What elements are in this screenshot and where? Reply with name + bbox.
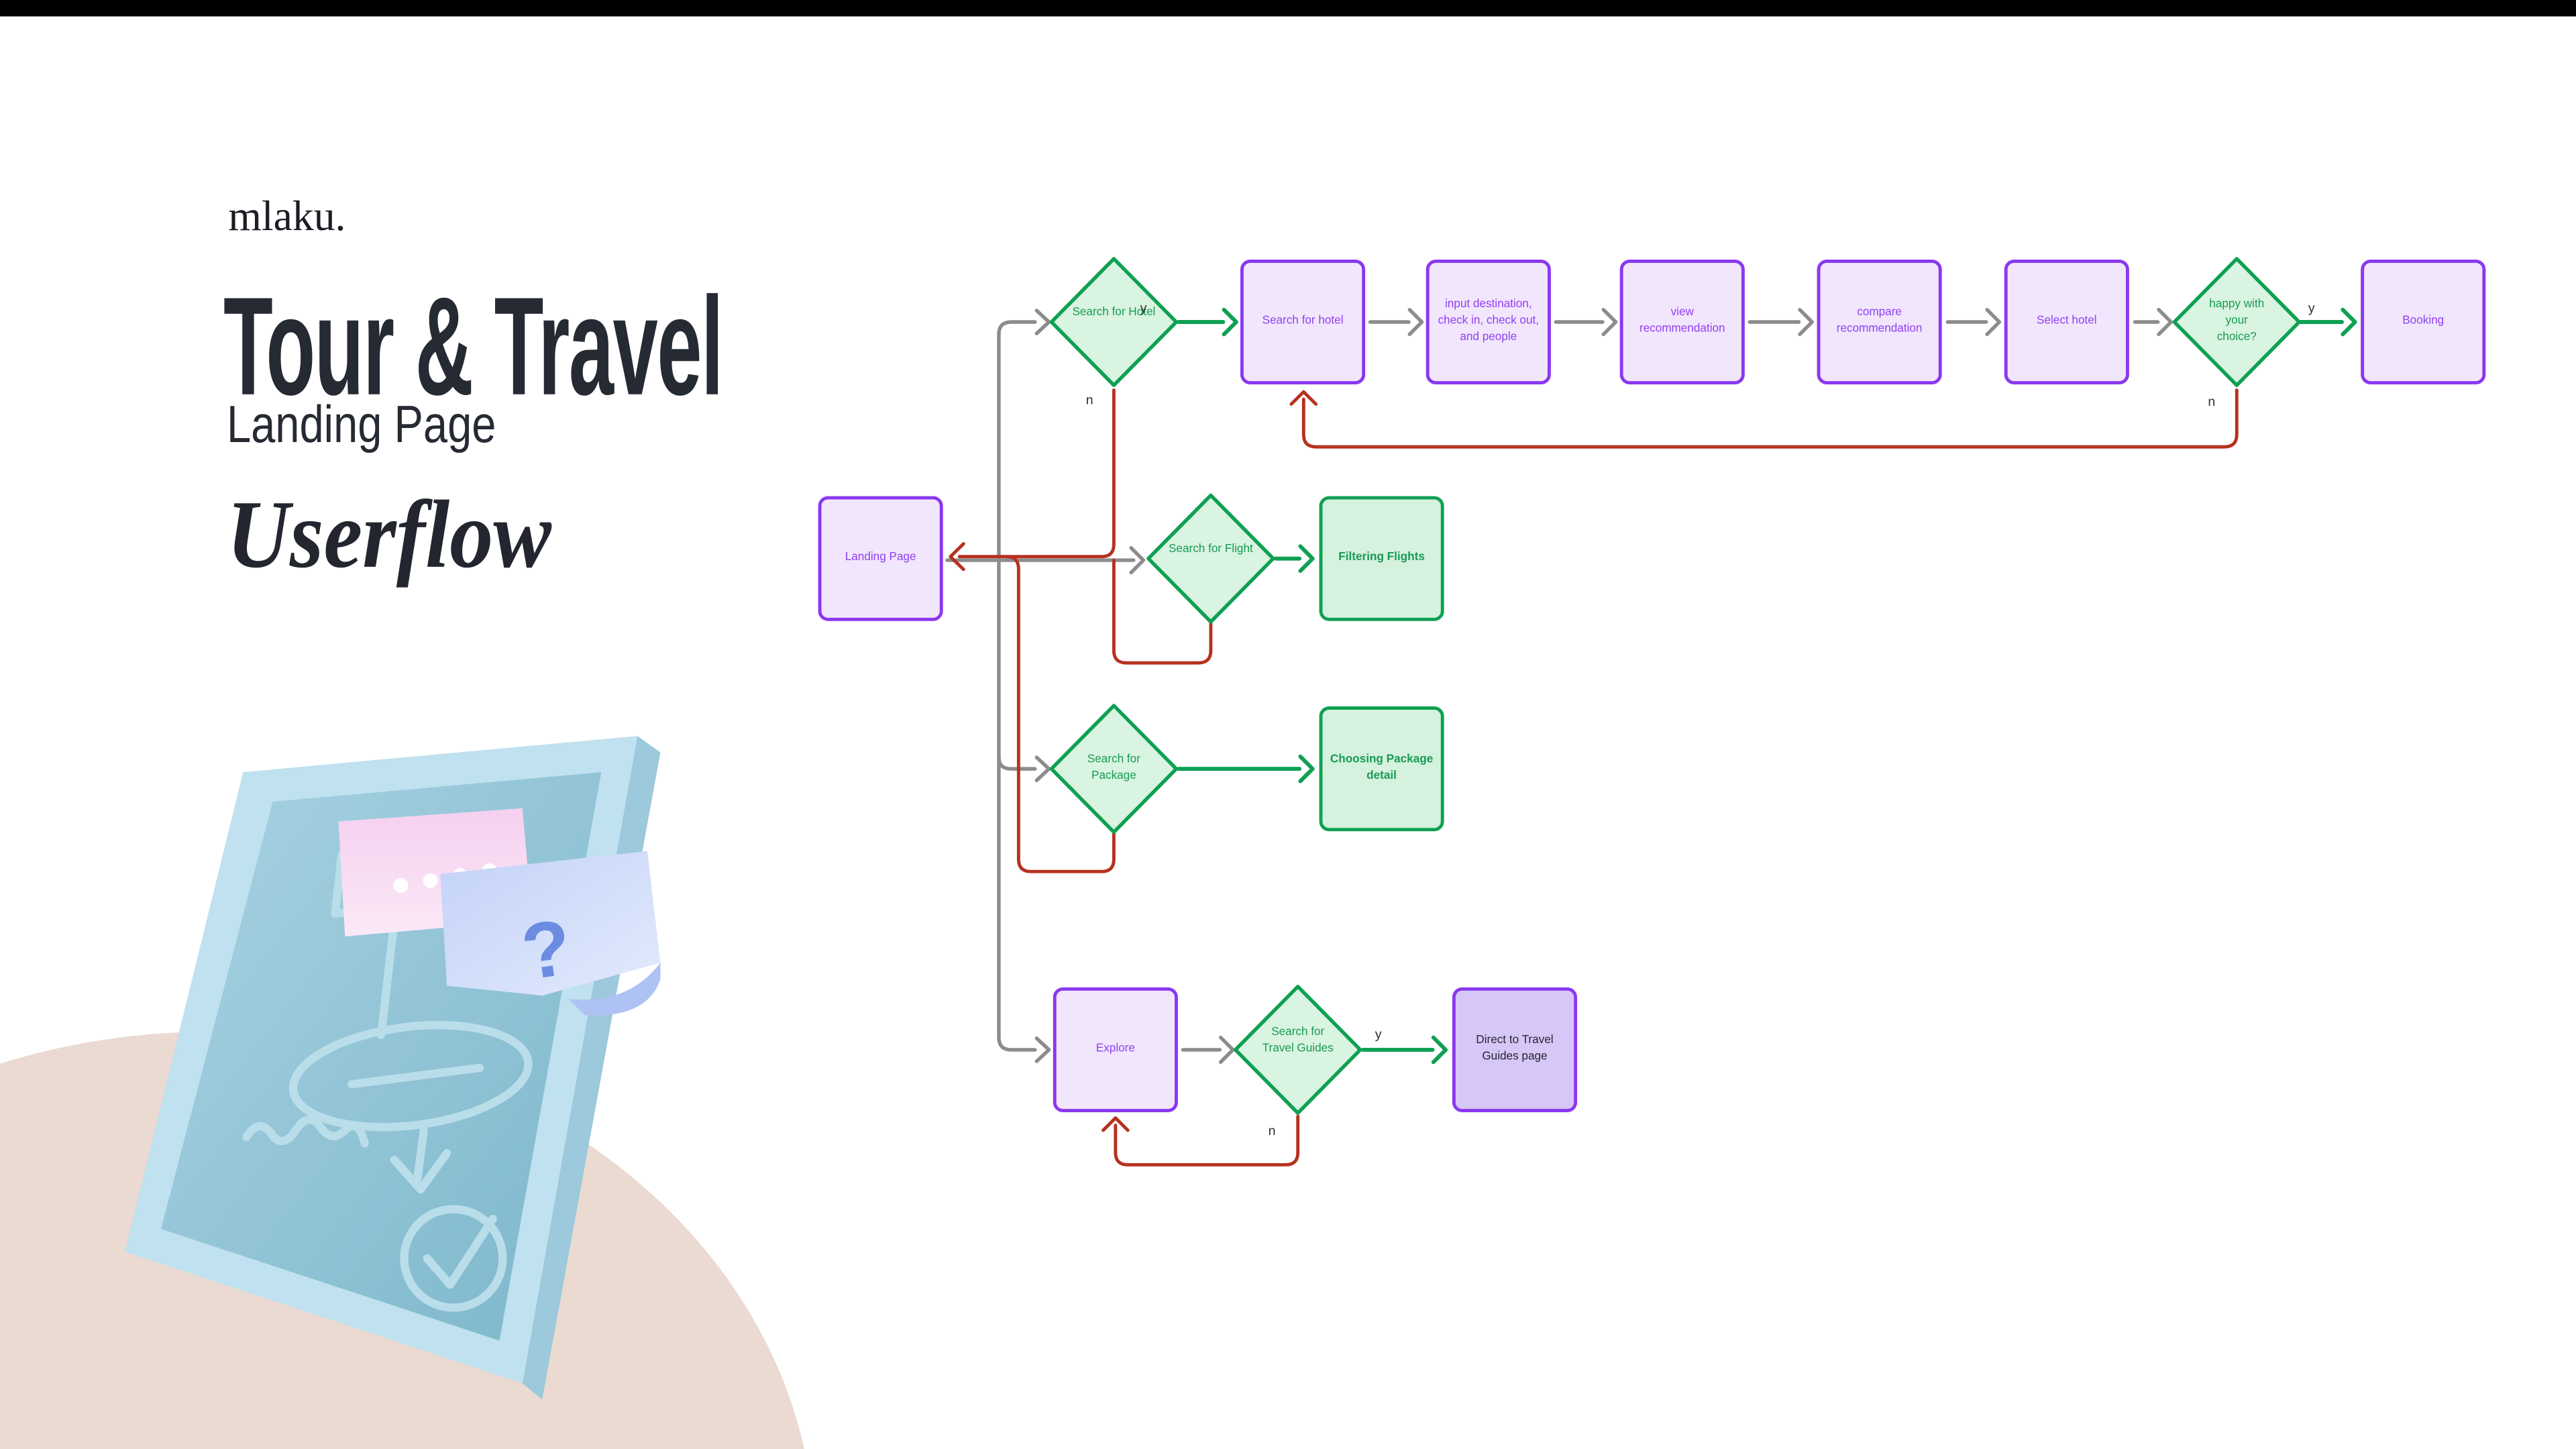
edge-label-hotel-no: n [1085,392,1093,408]
question-mark-icon: ? [517,902,576,996]
diamond-happy-choice [2172,257,2302,387]
diamond-search-flight [1146,493,1275,624]
node-select-hotel: Select hotel [2004,259,2129,385]
node-choosing-package: Choosing Package detail [1319,706,1444,832]
label-search-package-decision: Search for Package [1087,754,1140,782]
node-booking: Booking [2361,259,2486,385]
node-compare-recommendation: compare recommendation [1817,259,1942,385]
page-title: Tour & Travel [223,269,724,426]
edge-label-happy-no: n [2208,394,2216,409]
top-bar [0,0,2576,17]
node-direct-travel-guides: Direct to Travel Guides page [1452,987,1578,1112]
node-view-recommendation: view recommendation [1619,259,1745,385]
label-happy-decision: happy with your choice? [2209,299,2265,343]
brand-logo: mlaku. [228,192,346,240]
node-filtering-flights: Filtering Flights [1319,496,1444,621]
diamond-travel-guides [1233,984,1362,1115]
edge-label-guides-yes: y [1375,1026,1382,1042]
node-input-details: input destination, check in, check out, … [1426,259,1551,385]
gray-connectors [945,307,2174,1064]
node-explore: Explore [1053,987,1178,1112]
edge-label-guides-no: n [1268,1124,1276,1139]
label-travel-guides-decision: Search for Travel Guides [1262,1026,1334,1055]
node-landing-page: Landing Page [818,496,943,621]
red-connectors [949,388,2239,1167]
page-subtitle: Landing Page [226,394,496,453]
label-search-hotel-decision: Search for Hotel [1072,307,1156,319]
node-search-hotel: Search for hotel [1240,259,1366,385]
question-note: ? [440,851,661,1016]
clipboard-illustration: ? [0,736,804,1449]
edge-label-hotel-yes: y [1140,301,1147,316]
label-search-flight-decision: Search for Flight [1168,543,1253,555]
edge-label-happy-yes: y [2308,301,2315,316]
diamond-search-package [1049,704,1179,835]
green-connectors [1177,307,2357,1065]
diamond-search-hotel [1049,257,1179,387]
decision-diamonds [1049,257,2302,1115]
userflow-heading: Userflow [226,480,551,588]
